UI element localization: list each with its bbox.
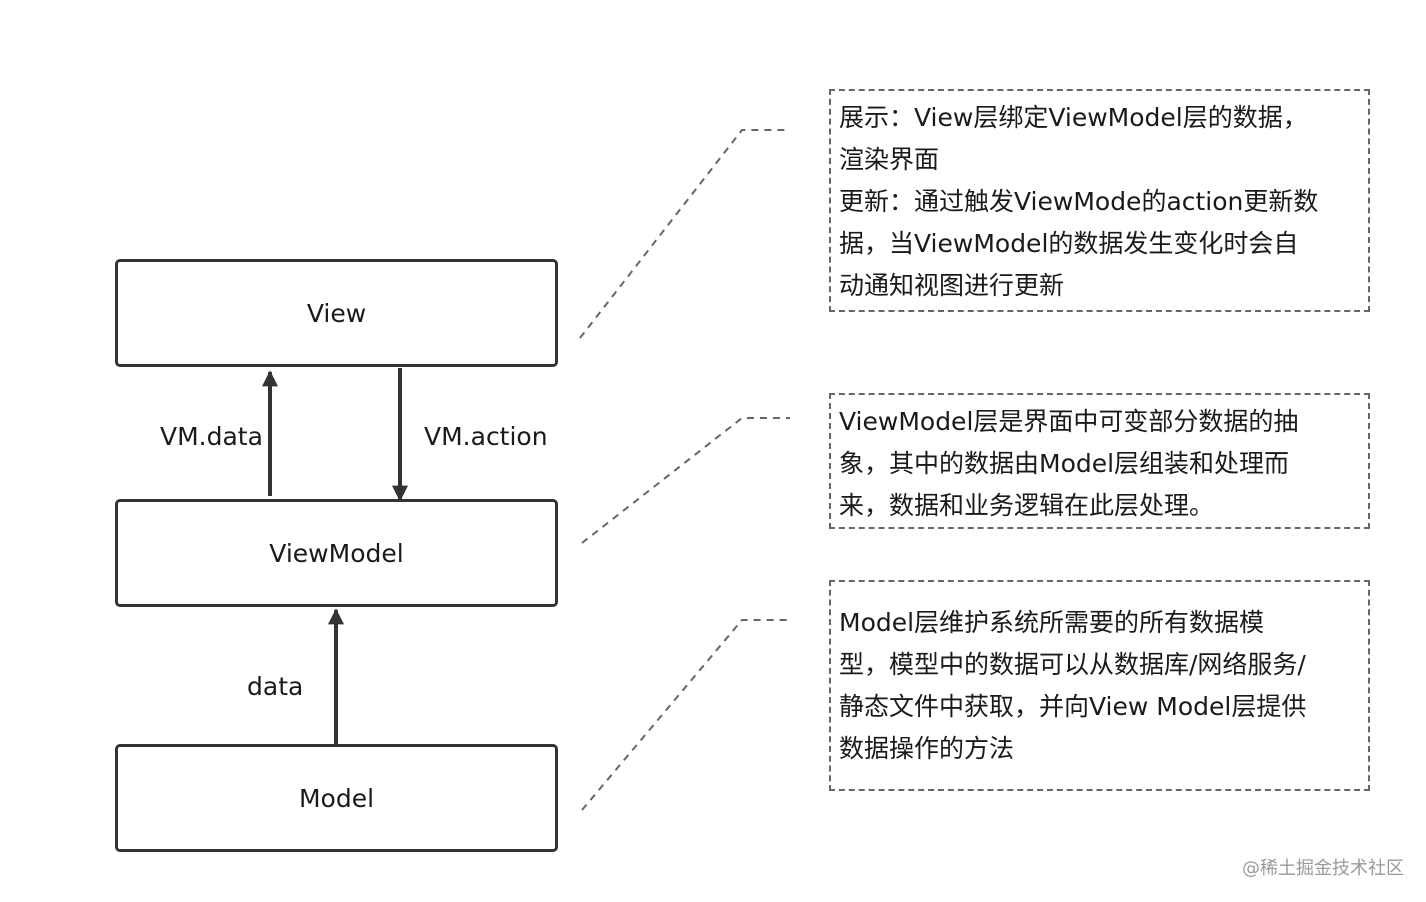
connector-view-note xyxy=(579,129,790,339)
view-layer-box: View xyxy=(115,259,558,367)
model-note-line: 型，模型中的数据可以从数据库/网络服务/ xyxy=(839,650,1306,679)
view-layer-label: View xyxy=(306,298,367,328)
model-layer-box: Model xyxy=(115,744,558,852)
view-note: 展示：View层绑定ViewModel层的数据， 渲染界面 更新：通过触发Vie… xyxy=(829,89,1370,312)
view-note-line: 渲染界面 xyxy=(839,145,940,174)
data-label: data xyxy=(247,672,304,701)
viewmodel-layer-label: ViewModel xyxy=(269,538,404,568)
viewmodel-note-line: 象，其中的数据由Model层组装和处理而 xyxy=(839,449,1290,478)
viewmodel-layer-box: ViewModel xyxy=(115,499,558,607)
view-note-line: 据，当ViewModel的数据发生变化时会自 xyxy=(839,229,1299,258)
model-layer-label: Model xyxy=(298,783,375,813)
viewmodel-note: ViewModel层是界面中可变部分数据的抽 象，其中的数据由Model层组装和… xyxy=(829,393,1370,529)
vm-action-label: VM.action xyxy=(424,422,548,451)
model-note-line: Model层维护系统所需要的所有数据模 xyxy=(839,608,1265,637)
watermark-text: @稀土掘金技术社区 xyxy=(1242,858,1404,879)
model-note-line: 数据操作的方法 xyxy=(839,734,1015,763)
view-note-line: 动通知视图进行更新 xyxy=(839,271,1065,300)
viewmodel-note-line: 来，数据和业务逻辑在此层处理。 xyxy=(839,491,1215,520)
connector-model-note xyxy=(581,619,790,811)
view-note-line: 更新：通过触发ViewMode的action更新数 xyxy=(839,187,1319,216)
model-note: Model层维护系统所需要的所有数据模 型，模型中的数据可以从数据库/网络服务/… xyxy=(829,580,1370,791)
viewmodel-note-line: ViewModel层是界面中可变部分数据的抽 xyxy=(839,407,1299,436)
view-note-line: 展示：View层绑定ViewModel层的数据， xyxy=(839,103,1308,132)
vm-data-label: VM.data xyxy=(160,422,263,451)
connector-viewmodel-note xyxy=(581,417,790,544)
model-note-line: 静态文件中获取，并向View Model层提供 xyxy=(839,692,1307,721)
